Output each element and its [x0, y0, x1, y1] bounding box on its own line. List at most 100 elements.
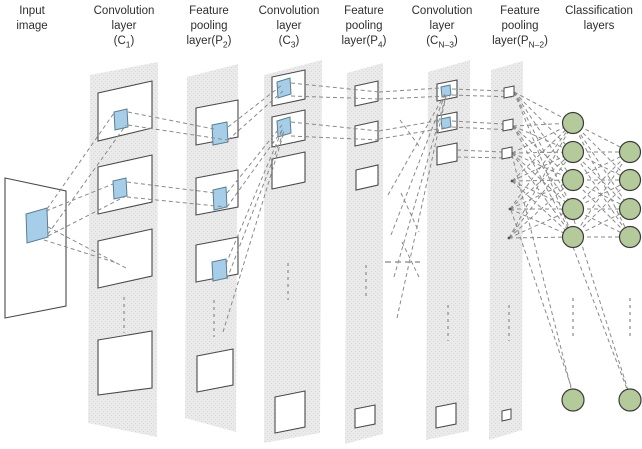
formula-sub: N–3 — [438, 39, 454, 50]
pooled-unit-square — [503, 85, 515, 99]
connection-line — [511, 122, 574, 182]
connection-line — [451, 120, 504, 125]
header-line: Feature — [189, 5, 229, 17]
connection-line — [573, 219, 629, 391]
formula-sub: 4 — [377, 39, 383, 50]
receptive-field-patch — [211, 258, 228, 282]
header-line: Input — [19, 5, 45, 17]
header-formula: (C3) — [244, 34, 334, 52]
connection-line — [512, 125, 574, 153]
connection-line — [511, 154, 572, 389]
feature-map — [97, 330, 153, 396]
header-line: Classification — [565, 5, 633, 17]
connection-line — [47, 124, 127, 235]
neuron-node — [561, 225, 585, 249]
connection-line — [378, 119, 442, 132]
connection-line — [45, 183, 114, 212]
connection-line — [513, 91, 574, 238]
connection-line — [400, 192, 420, 233]
connection-line — [387, 93, 446, 196]
formula-post: ) — [382, 35, 387, 47]
neuron-node — [561, 197, 585, 221]
feature-map — [195, 236, 239, 283]
header-formula: (C1) — [79, 34, 169, 52]
connection-line — [226, 124, 283, 194]
header-line: pooling — [345, 20, 383, 32]
node-dot — [510, 179, 514, 183]
column-header-c3: Convolution layer (C3) — [244, 4, 334, 52]
formula-sub: 1 — [125, 39, 131, 50]
neuron-node — [618, 388, 642, 412]
connection-line — [513, 91, 574, 153]
formula-post: ) — [453, 35, 458, 47]
connection-line — [451, 88, 505, 92]
connection-line — [47, 226, 127, 269]
connection-line — [508, 151, 574, 239]
header-line: image — [16, 20, 48, 32]
formula-post: ) — [130, 35, 135, 47]
neuron-node — [561, 111, 585, 135]
header-line: layer — [429, 20, 455, 32]
node-dot — [508, 207, 512, 211]
formula-sub: 2 — [222, 39, 228, 50]
input-patch — [25, 207, 49, 244]
connection-line — [127, 124, 228, 141]
connection-line — [226, 130, 285, 280]
connection-line — [511, 152, 574, 238]
connection-line — [508, 122, 574, 239]
connection-line — [290, 82, 380, 93]
connection-line — [509, 208, 574, 238]
connection-line — [226, 128, 284, 208]
receptive-field-patch — [440, 116, 452, 130]
connection-line — [393, 95, 447, 278]
formula-post: ) — [295, 35, 300, 47]
connection-line — [46, 112, 115, 210]
connection-line — [396, 95, 447, 319]
neuron-node — [618, 140, 642, 164]
neuron-node — [618, 197, 642, 221]
column-header-p2: Feature pooling layer(P2) — [164, 4, 254, 52]
connection-line — [510, 209, 573, 390]
header-line: layer — [276, 20, 302, 32]
neuron-node — [561, 140, 585, 164]
receptive-field-patch — [211, 121, 229, 146]
connection-line — [399, 119, 420, 147]
column-header-input: Input image — [2, 4, 62, 34]
formula-pre: layer(P — [186, 35, 223, 47]
connection-line — [126, 196, 227, 208]
feature-map — [354, 404, 376, 429]
header-line: Convolution — [258, 5, 320, 17]
connection-line — [512, 125, 574, 210]
column-header-c1: Convolution layer (C1) — [79, 4, 169, 52]
feature-map — [436, 142, 458, 166]
feature-map — [196, 348, 234, 393]
formula-pre: (C — [426, 35, 439, 47]
header-line: Convolution — [411, 5, 473, 17]
connection-line — [225, 127, 284, 265]
connection-line — [513, 91, 574, 181]
header-formula: layer(P2) — [164, 34, 254, 52]
connection-line — [227, 84, 283, 128]
pooled-unit-square — [501, 408, 512, 422]
input-image-frame — [4, 177, 67, 319]
connection-line — [378, 95, 451, 100]
connection-line — [227, 90, 284, 141]
receptive-field-patch — [112, 177, 128, 200]
neuron-node — [618, 225, 642, 249]
connection-line — [456, 149, 503, 153]
formula-post: ) — [227, 35, 232, 47]
connection-line — [509, 122, 574, 210]
feature-map — [355, 164, 379, 191]
neuron-node — [618, 168, 642, 192]
formula-sub: 3 — [290, 39, 296, 50]
feature-map — [354, 120, 379, 147]
column-header-cn3: Convolution layer (CN–3) — [397, 4, 487, 52]
header-line: Convolution — [93, 5, 155, 17]
formula-pre: layer(P — [341, 35, 378, 47]
column-headers: Input image Convolution layer (C1) Featu… — [0, 0, 642, 55]
connection-line — [451, 126, 513, 131]
connection-line — [572, 246, 628, 390]
pooled-unit-square — [502, 118, 514, 132]
